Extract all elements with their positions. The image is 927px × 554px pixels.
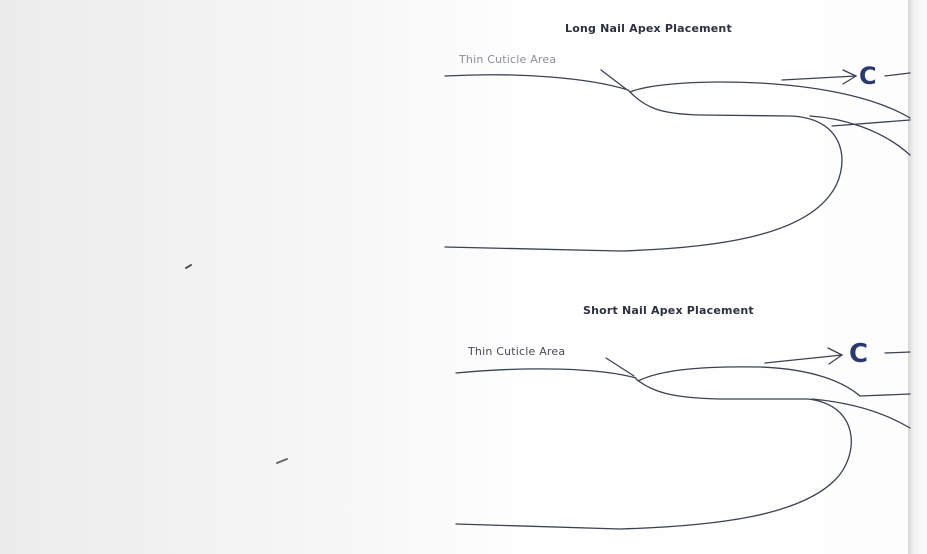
- short-nail-tip-line-b: [860, 394, 910, 396]
- short-nail-diagram: [456, 348, 910, 529]
- stray-mark: [186, 265, 191, 268]
- short-apex-tail: [885, 352, 910, 353]
- short-nail-bed-outline: [456, 379, 851, 529]
- short-apex-arrow-line: [765, 355, 842, 363]
- stray-mark: [277, 459, 287, 463]
- short-apex-marker-letter: C: [849, 339, 868, 369]
- long-nail-bed-outline: [445, 90, 842, 251]
- long-cuticle-label: Thin Cuticle Area: [459, 53, 556, 66]
- short-nail-title: Short Nail Apex Placement: [583, 304, 754, 317]
- short-cuticle-label: Thin Cuticle Area: [468, 345, 565, 358]
- long-nail-diagram: [445, 70, 910, 251]
- long-apex-marker-letter: C: [859, 62, 877, 90]
- long-apex-arrow-line: [782, 76, 856, 80]
- short-nail-enhancement-top: [638, 367, 860, 396]
- long-nail-tip-line-a: [810, 116, 910, 155]
- short-finger-top-outline: [456, 369, 636, 378]
- long-nail-title: Long Nail Apex Placement: [565, 22, 732, 35]
- long-apex-tail: [885, 73, 910, 76]
- long-finger-top-outline: [445, 75, 628, 90]
